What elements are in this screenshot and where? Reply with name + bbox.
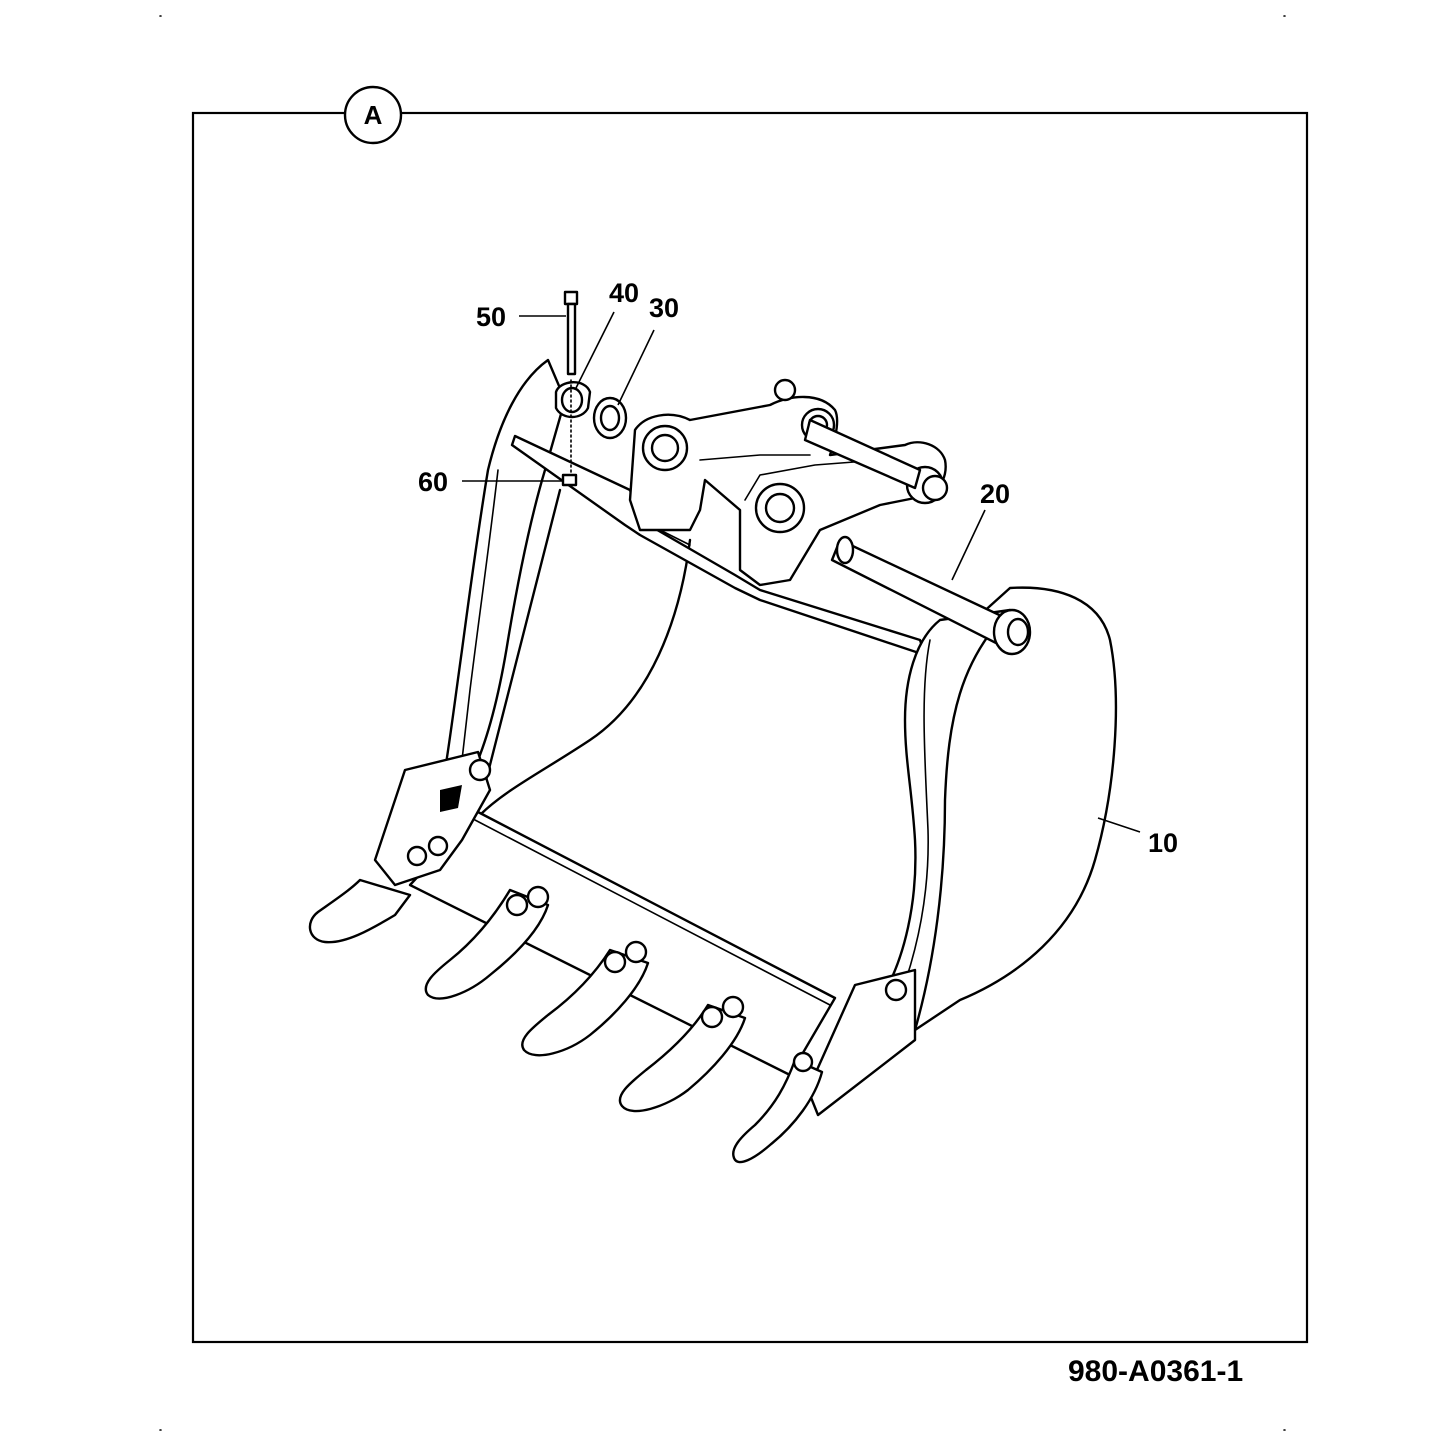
side-cutter-bolt-left-1 (406, 845, 428, 867)
bolt-50 (563, 290, 579, 476)
nut-60 (561, 473, 578, 487)
tooth-1 (308, 878, 412, 944)
svg-text:30: 30 (649, 293, 679, 323)
callout-60: 60 (418, 467, 563, 497)
svg-text:40: 40 (609, 278, 639, 308)
bracket-bushings (641, 378, 949, 534)
svg-text:10: 10 (1148, 828, 1178, 858)
bowl-inner-left (478, 538, 692, 817)
tooth-4 (618, 1003, 747, 1113)
callout-20: 20 (951, 479, 1010, 581)
tooth-2 (424, 888, 550, 1000)
svg-text:50: 50 (476, 302, 506, 332)
brand-mark-icon (440, 785, 462, 812)
trim-marks (159, 15, 1286, 1431)
callout-10: 10 (1097, 817, 1178, 858)
tooth-3 (521, 948, 650, 1057)
tooth-5 (732, 1058, 824, 1164)
drawing-frame (191, 111, 1309, 1344)
callout-30: 30 (617, 293, 679, 406)
section-marker-label: A (364, 100, 383, 130)
bucket-shell-back (913, 586, 1118, 1032)
collar-40 (554, 381, 592, 419)
callout-50: 50 (476, 302, 566, 332)
upper-pivot-pin (803, 418, 922, 490)
main-pin (830, 535, 1032, 656)
svg-text:60: 60 (418, 467, 448, 497)
section-marker: A (343, 85, 403, 145)
bucket-illustration (308, 290, 1118, 1164)
callout-40: 40 (574, 278, 639, 391)
bucket-teeth (308, 878, 824, 1164)
side-cutter-bolt-right (884, 978, 908, 1002)
svg-text:20: 20 (980, 479, 1010, 509)
side-cutter-bolt-left-2 (427, 835, 449, 857)
drawing-reference-number: 980-A0361-1 (1068, 1355, 1243, 1388)
washer-30 (592, 396, 628, 440)
